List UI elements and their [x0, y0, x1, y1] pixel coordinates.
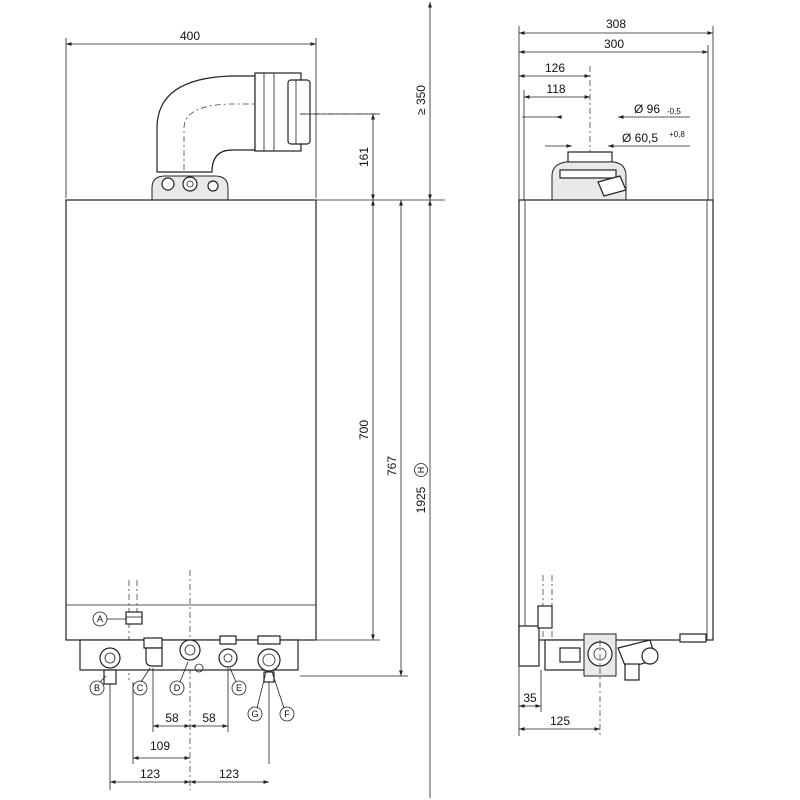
- connection-callout-a: A: [92, 611, 126, 627]
- connection-callout-c: C: [132, 667, 151, 696]
- dim-diameter-outer-label: Ø 96: [634, 102, 660, 116]
- dim-offset-109-label: 109: [150, 739, 170, 753]
- dim-offset-right-label: 123: [219, 767, 239, 781]
- dim-height-to-connections-label: 767: [385, 456, 399, 476]
- front-view: 400: [65, 2, 445, 798]
- dim-total-height-label: 1925: [414, 486, 428, 513]
- connection-callout-b: B: [89, 675, 107, 696]
- flue-elbow: [156, 72, 380, 173]
- dim-spacing-right-label: 58: [202, 711, 216, 725]
- dim-diameter-outer-tolerance: -0,5: [667, 107, 681, 116]
- dim-flue-offset-126-label: 126: [545, 61, 565, 75]
- dim-flue-offset-118: 118: [523, 82, 590, 200]
- dim-diameter-inner-tolerance: +0,8: [669, 130, 685, 139]
- dim-flue-offset-118-label: 118: [546, 82, 565, 96]
- front-casing: [65, 199, 317, 641]
- side-view: 308 300 126 118 Ø 96 -0,5 Ø 60,5: [518, 17, 714, 736]
- dim-offset-123: 123 123: [109, 684, 269, 790]
- dim-flue-offset-126: 126: [519, 61, 591, 198]
- dim-offset-left-label: 123: [140, 767, 160, 781]
- side-casing: [518, 199, 714, 641]
- dim-spacing-left-label: 58: [165, 711, 179, 725]
- dim-height-to-connections: 767: [300, 200, 408, 677]
- dim-width: 400: [65, 29, 317, 198]
- dim-total-height: 1925 H: [414, 200, 432, 798]
- dim-min-clearance: ≥ 350: [414, 2, 432, 200]
- total-height-marker: H: [416, 467, 426, 474]
- connection-callout-f: F: [271, 671, 295, 722]
- dim-pipe-offset: 125: [519, 640, 601, 736]
- dim-casing-height: 700: [316, 200, 380, 641]
- dim-wall-gap-label: 35: [523, 691, 537, 705]
- dim-flue-height: 161: [300, 113, 445, 201]
- dim-pipe-offset-label: 125: [550, 714, 570, 728]
- connection-c-label: C: [137, 683, 144, 693]
- dim-depth-label: 300: [604, 37, 624, 51]
- connection-e-label: E: [236, 683, 242, 693]
- connection-bracket: [79, 611, 299, 685]
- dim-depth-outer-label: 308: [606, 17, 626, 31]
- top-fittings: [151, 175, 229, 201]
- dim-offset-109: 109: [132, 682, 270, 764]
- dim-depth-outer: 308: [518, 17, 714, 200]
- dim-min-clearance-label: ≥ 350: [414, 85, 428, 115]
- connection-g-label: G: [251, 709, 258, 719]
- connection-b-label: B: [94, 683, 100, 693]
- connection-d-label: D: [174, 683, 181, 693]
- connection-a-label: A: [97, 614, 103, 624]
- side-flue-adapter: [551, 151, 627, 201]
- connection-f-label: F: [284, 709, 290, 719]
- dim-wall-gap: 35: [518, 666, 542, 736]
- dim-width-label: 400: [180, 29, 200, 43]
- dim-diameter-outer: Ø 96 -0,5: [522, 102, 690, 119]
- connection-callout-g: G: [247, 671, 267, 722]
- dim-diameter-inner-label: Ø 60,5: [622, 131, 658, 145]
- dim-diameter-inner: Ø 60,5 +0,8: [545, 130, 690, 148]
- dim-flue-height-label: 161: [357, 147, 371, 167]
- connection-callout-d: D: [169, 661, 189, 696]
- dim-spacing-58: 58 58: [152, 668, 229, 732]
- dim-casing-height-label: 700: [357, 420, 371, 440]
- connection-callout-e: E: [229, 667, 247, 696]
- dim-depth: 300: [519, 37, 709, 200]
